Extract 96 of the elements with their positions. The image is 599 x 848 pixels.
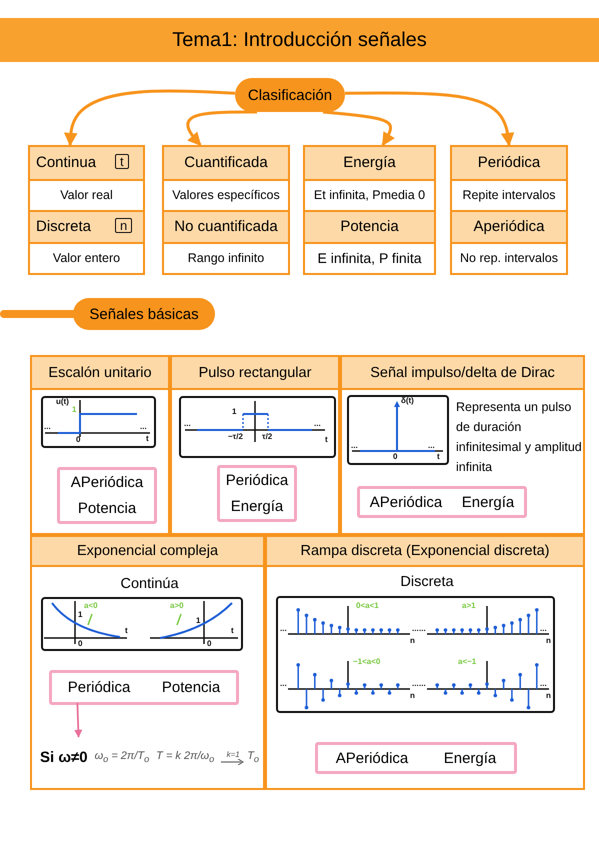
axis-label: t	[325, 436, 328, 444]
axis-label: ...	[412, 680, 419, 688]
axis-label: ...	[44, 423, 51, 431]
category-heading: Cuantificada	[164, 147, 288, 178]
axis-label: t	[437, 453, 440, 461]
axis-label: τ/2	[262, 433, 272, 441]
property-label: Potencia	[162, 679, 220, 696]
axis-label: t	[231, 627, 234, 635]
axis-label: 1	[232, 408, 236, 416]
title-text: Tema1: Introducción señales	[172, 28, 427, 52]
axis-label: t	[146, 435, 149, 443]
property-label: Periódica	[226, 472, 288, 490]
property-box	[49, 670, 239, 705]
axis-label: n	[410, 637, 415, 645]
signal-panel	[30, 355, 170, 535]
property-label: Energía	[462, 494, 514, 510]
panel-heading: Pulso rectangular	[172, 357, 338, 390]
property-label: Energía	[230, 498, 284, 515]
panel-heading: Exponencial compleja	[32, 537, 263, 567]
arrow	[344, 91, 514, 146]
property-box	[357, 486, 527, 518]
category-pill	[235, 78, 345, 112]
signal-panel	[170, 355, 340, 535]
axis-label: a<−1	[458, 658, 476, 666]
axis-label: ...	[184, 420, 191, 428]
classification-card	[162, 145, 290, 275]
property-label: Energía	[444, 750, 496, 766]
axis-label: 1	[72, 406, 76, 414]
panel-heading: Señal impulso/delta de Dirac	[342, 357, 583, 390]
variable-symbol: t	[115, 154, 129, 169]
property-label: APeriódica	[336, 750, 408, 766]
axis-label: a>1	[462, 602, 476, 610]
panel-heading: Rampa discreta (Exponencial discreta)	[267, 537, 583, 567]
signal-panel	[340, 355, 585, 535]
formula-text: k=1	[226, 750, 240, 758]
property-box	[217, 465, 297, 522]
classification-card	[28, 145, 145, 275]
axis-label: 0	[76, 436, 80, 444]
property-label: APeriódica	[70, 474, 144, 492]
arrow	[186, 110, 257, 146]
category-heading: Aperiódica	[452, 210, 566, 242]
category-heading: Energía	[305, 147, 434, 178]
axis-label: 0	[207, 640, 212, 648]
axis-label: 0	[78, 640, 82, 648]
subheading: Continúa	[119, 575, 180, 593]
axis-label: 1	[196, 617, 200, 625]
panel-heading: Escalón unitario	[32, 357, 168, 390]
axis-label: ...	[140, 423, 147, 431]
axis-label: ...	[280, 625, 287, 633]
axis-label: 1	[78, 611, 82, 619]
pill-label: Clasificación	[248, 86, 332, 104]
variable-symbol: n	[115, 218, 132, 233]
description-text: Representa un pulso de duración infinitesimal y amplitud infinita	[456, 399, 583, 476]
formula-text: ω$_{o}$ = 2π/T$_{o}$	[94, 750, 150, 764]
property-label: Periódica	[68, 679, 130, 696]
property-label: Potencia	[78, 500, 136, 517]
axis-label: −τ/2	[228, 433, 243, 441]
axis-label: ...	[351, 442, 358, 450]
category-heading: No cuantificada	[164, 210, 288, 242]
property-box	[315, 742, 517, 774]
classification-card	[450, 145, 568, 275]
arrow	[74, 702, 82, 738]
axis-label: ...	[419, 625, 426, 633]
pill-label: Señales básicas	[89, 306, 199, 322]
formula-text: T = k 2π/ω$_{o}$	[156, 750, 214, 764]
axis-label: n	[546, 692, 551, 700]
formula-text: T$_{o}$	[247, 750, 260, 764]
axis-label: u(t)	[56, 398, 69, 406]
axis-label: −1<a<0	[353, 658, 380, 666]
axis-label: ...	[412, 625, 419, 633]
arrow	[64, 89, 236, 146]
classification-card	[303, 145, 436, 275]
subheading: Discreta	[399, 573, 455, 591]
axis-label: a<0	[84, 602, 98, 610]
axis-label: ...	[419, 680, 426, 688]
axis-label: δ(t)	[401, 397, 414, 405]
axis-label: ...	[314, 420, 321, 428]
category-heading: Potencia	[305, 210, 434, 242]
signal-panel	[30, 535, 265, 790]
arrow	[322, 110, 395, 146]
axis-label: 0<a<1	[356, 602, 379, 610]
signal-panel	[265, 535, 585, 790]
axis-label: n	[546, 637, 551, 645]
axis-label: a>0	[170, 602, 184, 610]
axis-label: t	[125, 627, 128, 635]
axis-label: n	[410, 692, 415, 700]
condition-text: Si ω≠0	[40, 748, 88, 766]
axis-label: ...	[280, 680, 287, 688]
axis-label: 0	[393, 453, 398, 461]
property-box	[57, 467, 157, 524]
category-pill	[73, 298, 215, 330]
axis-label: ...	[540, 625, 547, 633]
axis-label: ...	[540, 680, 547, 688]
category-heading: Periódica	[452, 147, 566, 178]
axis-label: ...	[428, 442, 435, 450]
property-label: APeriódica	[370, 494, 442, 510]
